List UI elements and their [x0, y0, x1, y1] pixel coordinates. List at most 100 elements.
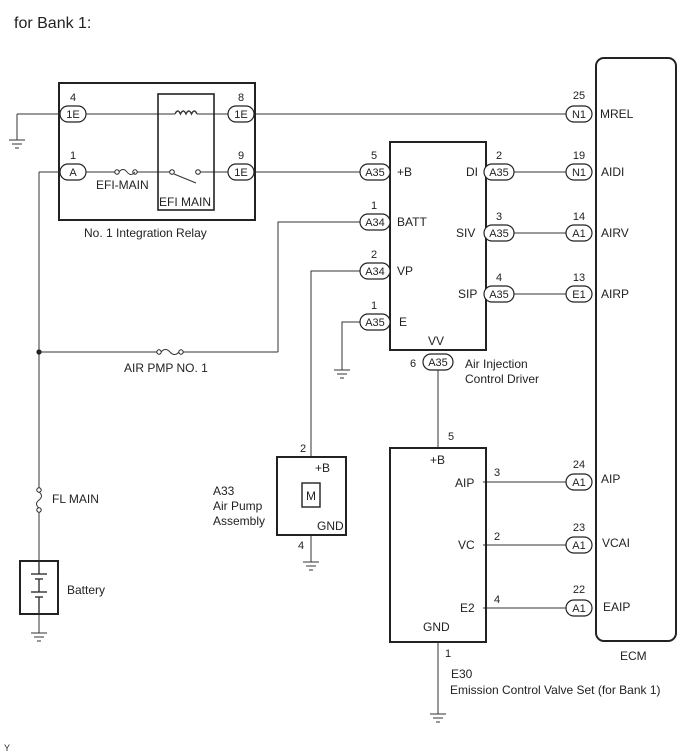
- connector-tag: A35: [422, 353, 454, 371]
- connector-tag: A1: [565, 224, 593, 242]
- signal-label: +B: [397, 165, 412, 179]
- ecm-label: ECM: [620, 649, 647, 663]
- svg-text:A34: A34: [365, 266, 385, 278]
- integration-relay: EFI-MAIN EFI MAIN No. 1 Integration Rela…: [58, 82, 256, 240]
- signal-label: VC: [458, 538, 475, 552]
- connector-tag: A35: [483, 285, 515, 303]
- signal-label: VCAI: [602, 536, 630, 550]
- pin-number: 1: [371, 200, 377, 212]
- svg-text:A35: A35: [365, 317, 385, 329]
- pin-number: 9: [238, 150, 244, 162]
- pin-number: 2: [496, 150, 502, 162]
- corner-mark: Y: [4, 743, 10, 753]
- ground-symbol: [430, 713, 446, 723]
- pin-number: 2: [300, 443, 306, 455]
- ground-symbol: [303, 561, 319, 571]
- pin-number: 4: [70, 92, 76, 104]
- svg-text:A: A: [69, 167, 77, 179]
- air-injection-control-driver: VV Air Injection Control Driver 5 A35 +B…: [359, 141, 539, 386]
- signal-label: E: [399, 315, 407, 329]
- ground-symbol: [9, 139, 25, 149]
- signal-label: AIRV: [601, 226, 629, 240]
- signal-label: MREL: [600, 107, 634, 121]
- connector-tag: A35: [359, 163, 391, 181]
- connector-tag: 1E: [227, 105, 255, 123]
- battery-icon: [31, 561, 47, 614]
- svg-text:1E: 1E: [66, 109, 79, 121]
- svg-text:1E: 1E: [234, 109, 247, 121]
- connector-tag: 1E: [227, 163, 255, 181]
- relay-coil-icon: [174, 110, 198, 116]
- connector-tag: A1: [565, 473, 593, 491]
- svg-text:A1: A1: [572, 603, 585, 615]
- battery: Battery: [19, 560, 105, 615]
- svg-text:A1: A1: [572, 228, 585, 240]
- pin-number: 3: [494, 467, 500, 479]
- signal-label: AIDI: [601, 165, 624, 179]
- driver-name-line2: Control Driver: [465, 372, 539, 386]
- ground-symbol: [31, 632, 47, 642]
- valve-code: E30: [451, 667, 473, 681]
- fuse-icon: [114, 169, 138, 175]
- signal-label: GND: [423, 620, 450, 634]
- driver-name: Air Injection: [465, 357, 528, 371]
- connector-tag: A35: [483, 163, 515, 181]
- svg-text:A35: A35: [365, 167, 385, 179]
- svg-text:E1: E1: [572, 289, 585, 301]
- pump-code: A33: [213, 484, 235, 498]
- efi-main-switch-label: EFI MAIN: [159, 195, 211, 209]
- signal-label: AIP: [455, 476, 474, 490]
- connector-tag: N1: [565, 105, 593, 123]
- pin-number: 5: [448, 431, 454, 443]
- pin-number: 1: [445, 648, 451, 660]
- signal-label: SIV: [456, 226, 475, 240]
- svg-text:A35: A35: [489, 289, 509, 301]
- emission-control-valve-set: 5 +B GND 1 AIP 3 VC 2 E2 4 E30 Emission …: [389, 431, 661, 697]
- pin-number: 4: [496, 272, 502, 284]
- svg-text:N1: N1: [572, 167, 586, 179]
- pin-number: 24: [573, 459, 585, 471]
- connector-tag: A1: [565, 536, 593, 554]
- pin-number: 4: [298, 540, 304, 552]
- signal-label: EAIP: [603, 600, 630, 614]
- pin-number: 13: [573, 272, 585, 284]
- junction-dot: [36, 349, 42, 355]
- pin-number: 4: [494, 594, 500, 606]
- svg-text:A1: A1: [572, 477, 585, 489]
- connector-tag: N1: [565, 163, 593, 181]
- battery-label: Battery: [67, 583, 105, 597]
- signal-label: VP: [397, 264, 413, 278]
- svg-text:A34: A34: [365, 217, 385, 229]
- svg-text:M: M: [306, 489, 316, 503]
- efi-main-fuse-label: EFI-MAIN: [96, 178, 149, 192]
- connector-tag: A35: [483, 224, 515, 242]
- connector-tag: A35: [359, 313, 391, 331]
- signal-label: BATT: [397, 215, 427, 229]
- svg-text:A35: A35: [489, 167, 509, 179]
- signal-label: GND: [317, 519, 344, 533]
- signal-label: +B: [430, 453, 445, 467]
- vv-label: VV: [428, 334, 444, 348]
- motor-icon: M: [301, 482, 321, 508]
- pin-number: 6: [410, 358, 416, 370]
- connector-tag: A1: [565, 599, 593, 617]
- connector-tag: 1E: [59, 105, 87, 123]
- connector-tag: A: [59, 163, 87, 181]
- ecm: ECM 25 N1 MREL 19 N1 AIDI 14 A1 AIRV 13 …: [565, 57, 677, 663]
- wires: [16, 113, 566, 714]
- pin-number: 25: [573, 90, 585, 102]
- pin-number: 14: [573, 211, 585, 223]
- ground-symbol: [334, 369, 350, 379]
- signal-label: E2: [460, 601, 475, 615]
- pump-name-line2: Assembly: [213, 514, 265, 528]
- pin-number: 23: [573, 522, 585, 534]
- svg-text:A1: A1: [572, 540, 585, 552]
- fl-main-fuse: FL MAIN: [36, 487, 99, 513]
- valve-name: Emission Control Valve Set (for Bank 1): [450, 683, 661, 697]
- air-pump-assembly: 2 4 +B GND M A33 Air Pump Assembly: [213, 443, 347, 552]
- signal-label: +B: [315, 461, 330, 475]
- relay-caption: No. 1 Integration Relay: [84, 226, 207, 240]
- pin-number: 1: [70, 150, 76, 162]
- pin-number: 2: [371, 249, 377, 261]
